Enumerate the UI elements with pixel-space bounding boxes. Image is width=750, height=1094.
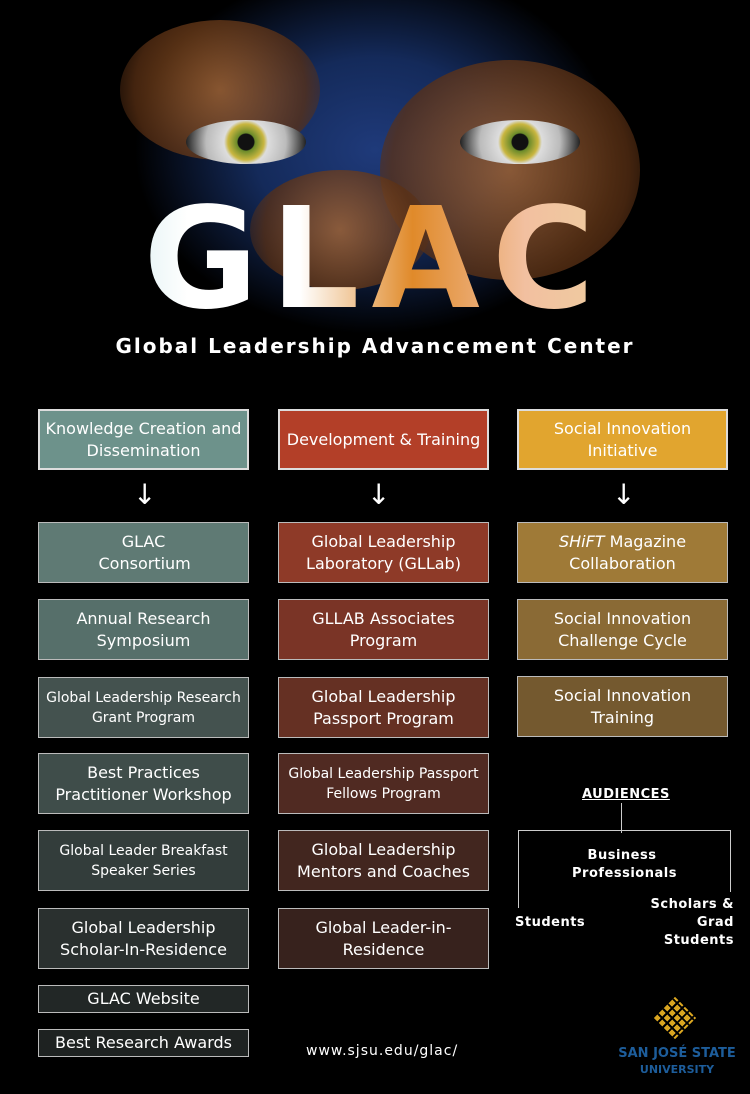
column-header-social: Social Innovation Initiative [517, 409, 728, 470]
program-box: SHiFT Magazine Collaboration [517, 522, 728, 583]
arrow-down-icon: ↓ [367, 478, 391, 511]
left-eye-image [186, 120, 306, 164]
audience-scholars: Scholars & Grad Students [650, 897, 734, 948]
audience-students: Students [515, 915, 586, 930]
audiences-title: AUDIENCES [582, 787, 670, 802]
right-eye-image [460, 120, 580, 164]
program-box: Annual Research Symposium [38, 599, 249, 660]
arrow-down-icon: ↓ [133, 478, 157, 511]
program-box: Global Leadership Passport Fellows Progr… [278, 753, 489, 814]
website-url[interactable]: www.sjsu.edu/glac/ [306, 1043, 459, 1059]
program-box: GLLAB Associates Program [278, 599, 489, 660]
hero-image [0, 0, 750, 400]
program-box: GLAC Consortium [38, 522, 249, 583]
program-box: Best Research Awards [38, 1029, 249, 1057]
program-box: Global Leadership Passport Program [278, 677, 489, 738]
program-box: Global Leadership Scholar-In-Residence [38, 908, 249, 969]
program-box: Global Leadership Mentors and Coaches [278, 830, 489, 891]
audience-business: Business Professionals [572, 848, 677, 881]
program-box: Best Practices Practitioner Workshop [38, 753, 249, 814]
program-box: Global Leadership Laboratory (GLLab) [278, 522, 489, 583]
program-box: Social Innovation Challenge Cycle [517, 599, 728, 660]
sjsu-logo-icon [653, 996, 697, 1040]
program-box: Global Leader Breakfast Speaker Series [38, 830, 249, 891]
program-box: Global Leader-in-Residence [278, 908, 489, 969]
program-box: Global Leadership Research Grant Program [38, 677, 249, 738]
glac-logo: GLAC [0, 190, 750, 330]
arrow-down-icon: ↓ [612, 478, 636, 511]
column-header-knowledge: Knowledge Creation and Dissemination [38, 409, 249, 470]
program-box: GLAC Website [38, 985, 249, 1013]
column-header-development: Development & Training [278, 409, 489, 470]
subtitle: Global Leadership Advancement Center [115, 334, 635, 358]
program-box: Social Innovation Training [517, 676, 728, 737]
